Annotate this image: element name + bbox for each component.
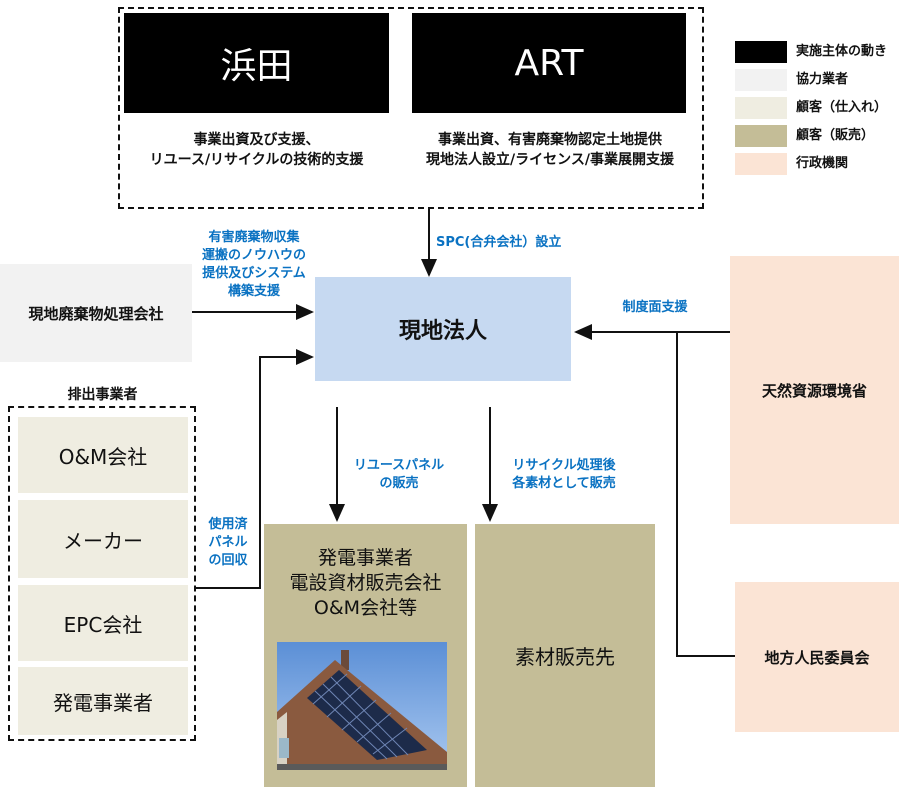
hamada-box: 浜田 xyxy=(124,13,389,113)
legend-item: 行政機関 xyxy=(735,150,895,178)
emitter-power-producer: 発電事業者 xyxy=(18,667,188,735)
art-box: ART xyxy=(412,13,686,113)
local-waste-company: 現地廃棄物処理会社 xyxy=(0,264,192,362)
local-corp-box: 現地法人 xyxy=(315,277,571,381)
legend-item: 実施主体の動き xyxy=(735,38,895,66)
hamada-label: 浜田 xyxy=(220,46,293,87)
legend-item: 顧客（販売） xyxy=(735,122,895,150)
provincial-committee-box: 地方人民委員会 xyxy=(735,582,899,732)
buyers-box: 発電事業者 電設資材販売会社 O&M会社等 xyxy=(264,524,467,787)
spc-label: SPC(合弁会社）設立 xyxy=(436,235,562,250)
emitter-manufacturer: メーカー xyxy=(18,500,188,578)
art-label: ART xyxy=(514,42,584,84)
investors-group xyxy=(118,7,704,209)
policy-support-label: 制度面支援 xyxy=(622,300,688,315)
legend: 実施主体の動き 協力業者 顧客（仕入れ） 顧客（販売） 行政機関 xyxy=(735,38,895,178)
emitters-group xyxy=(8,406,196,741)
ministry-box: 天然資源環境省 xyxy=(730,256,899,524)
solar-panel-roof-image xyxy=(277,642,447,770)
buyers-text: 発電事業者 電設資材販売会社 O&M会社等 xyxy=(289,547,442,619)
legend-swatch xyxy=(735,41,787,63)
materials-buyer-box: 素材販売先 xyxy=(475,524,655,787)
emitter-om-company: O&M会社 xyxy=(18,417,188,493)
provincial-connector xyxy=(676,332,735,657)
hamada-description: 事業出資及び支援、 リユース/リサイクルの技術的支援 xyxy=(149,132,364,168)
legend-swatch xyxy=(735,69,787,91)
legend-swatch xyxy=(735,125,787,147)
legend-item: 顧客（仕入れ） xyxy=(735,94,895,122)
legend-item: 協力業者 xyxy=(735,66,895,94)
reuse-label: リユースパネル の販売 xyxy=(353,458,445,491)
collection-label: 使用済 パネル の回収 xyxy=(208,517,248,568)
waste-support-label: 有害廃棄物収集 運搬のノウハウの 提供及びシステム 構築支援 xyxy=(201,230,306,299)
legend-swatch xyxy=(735,97,787,119)
emitters-title: 排出事業者 xyxy=(67,387,138,403)
art-description: 事業出資、有害廃棄物認定土地提供 現地法人設立/ライセンス/事業展開支援 xyxy=(426,132,674,168)
legend-swatch xyxy=(735,153,787,175)
collection-arrow xyxy=(194,349,314,589)
recycle-label: リサイクル処理後 各素材として販売 xyxy=(512,458,616,491)
emitter-epc-company: EPC会社 xyxy=(18,585,188,661)
